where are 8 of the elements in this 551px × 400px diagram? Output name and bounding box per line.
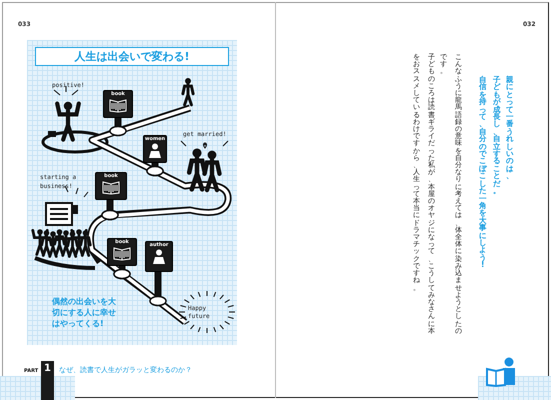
title-box: 人生は出会いで変わる! xyxy=(35,47,229,66)
slogan-text: 偶然の出会いを大切にする人に幸せはやってくる! xyxy=(52,296,117,329)
signboard xyxy=(103,90,133,118)
signboard xyxy=(145,241,173,272)
signboard xyxy=(143,135,167,163)
signboard xyxy=(95,172,127,200)
chapter-tab: 1 xyxy=(41,361,54,400)
signboard xyxy=(107,238,137,266)
